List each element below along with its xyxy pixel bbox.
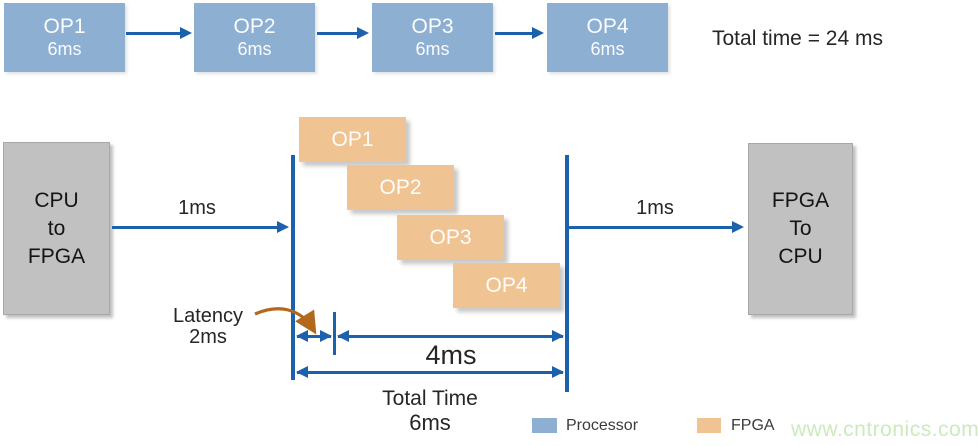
transfer-in-label: 1ms [178,197,216,219]
latency-tick-marker [333,312,336,355]
cpu-to-fpga-box: CPU to FPGA [3,142,110,315]
op-time: 6ms [590,39,625,59]
latency-span-arrow-icon [296,330,332,342]
pipeline-op-box: OP1 [299,117,406,162]
op-label: OP2 [379,175,422,199]
box-line: FPGA [27,244,86,268]
fpga-legend-swatch [697,418,721,433]
op-label: OP1 [43,15,86,38]
op-label: OP1 [331,127,374,151]
total-time-value: 6ms [409,410,451,435]
box-line: CPU [34,188,79,212]
sequential-total-time-label: Total time = 24 ms [712,27,883,50]
box-line: FPGA [771,189,830,212]
op-label: OP2 [233,15,276,38]
arrow-right-icon [495,27,544,39]
sequential-op-box: OP2 6ms [194,3,315,72]
op-label: OP3 [429,225,472,249]
op-label: OP4 [485,273,528,297]
arrow-right-icon [317,27,369,39]
box-line: to [47,216,66,240]
total-span-arrow-icon [296,366,564,378]
total-time-label: Total Time [382,387,478,410]
latency-label: Latency 2ms [172,305,244,348]
transfer-out-label: 1ms [636,197,674,219]
pipeline-op-box: OP2 [347,165,454,210]
pipeline-op-box: OP4 [453,263,560,308]
box-line: CPU [778,245,823,268]
op-time: 6ms [237,39,272,59]
pipeline-span-arrow-icon [337,330,564,342]
op-time: 6ms [415,39,450,59]
pipeline-op-box: OP3 [397,215,504,260]
pipeline-span-label: 4ms [425,340,477,370]
sequential-op-box: OP4 6ms [547,3,668,72]
box-line: To [789,217,812,240]
op-time: 6ms [47,39,82,59]
op-label: OP4 [586,15,629,38]
watermark: www.cntronics.com [791,418,978,441]
timeline-end-marker [565,155,569,392]
transfer-in-arrow-icon [112,221,289,233]
processor-legend-swatch [532,418,557,433]
processor-legend-label: Processor [566,417,639,434]
arrow-right-icon [126,27,192,39]
timeline-start-marker [291,155,295,380]
sequential-op-box: OP3 6ms [372,3,493,72]
transfer-out-arrow-icon [569,221,744,233]
fpga-legend-label: FPGA [731,417,775,434]
sequential-op-box: OP1 6ms [4,3,125,72]
latency-callout-arrow-icon [254,307,317,335]
fpga-to-cpu-box: FPGA To CPU [748,143,853,315]
op-label: OP3 [411,15,454,38]
